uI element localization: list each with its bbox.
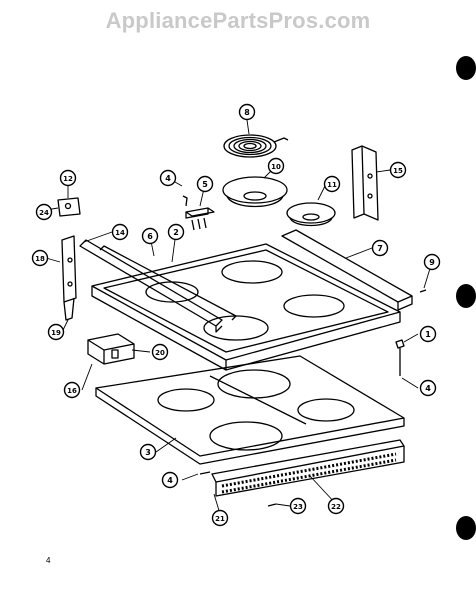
svg-text:19: 19: [51, 329, 61, 337]
svg-text:3: 3: [145, 448, 151, 457]
callout-5: 5: [196, 175, 214, 193]
watermark: AppliancePartsPros.com: [105, 8, 371, 33]
junction-block: [87, 333, 135, 365]
callout-3: 3: [139, 443, 157, 461]
callout-12: 12: [59, 169, 77, 187]
svg-text:1: 1: [425, 330, 431, 339]
svg-text:18: 18: [35, 255, 45, 263]
svg-text:21: 21: [215, 515, 225, 523]
svg-text:16: 16: [67, 387, 77, 395]
callout-16: 16: [63, 381, 81, 399]
screw-front: [199, 471, 211, 475]
callout-4-extra-1: 4: [419, 379, 437, 397]
callout-1: 1: [419, 325, 437, 343]
svg-text:6: 6: [147, 232, 153, 241]
page-number: 4: [46, 556, 51, 565]
svg-text:8: 8: [244, 108, 250, 117]
trim-strip-right: [281, 229, 413, 311]
terminal-block: [182, 195, 215, 231]
svg-text:10: 10: [271, 163, 281, 171]
side-bracket-left: [57, 197, 81, 321]
callout-24: 24: [35, 203, 53, 221]
callout-7: 7: [371, 239, 389, 257]
drip-pan-small: [286, 202, 336, 227]
cooktop-frame: [91, 243, 401, 371]
callout-20: 20: [151, 343, 169, 361]
callout-19: 19: [47, 323, 65, 341]
callout-6: 6: [141, 227, 159, 245]
svg-text:12: 12: [63, 175, 73, 183]
svg-text:11: 11: [327, 181, 337, 189]
screw-vent: [267, 503, 277, 507]
callout-2: 2: [167, 223, 185, 241]
callout-4-extra-2: 4: [161, 471, 179, 489]
clip-right: [395, 339, 405, 349]
svg-text:5: 5: [202, 180, 208, 189]
drip-pan-large: [222, 176, 288, 208]
svg-text:2: 2: [173, 228, 179, 237]
svg-text:15: 15: [393, 167, 403, 175]
callout-22: 22: [327, 497, 345, 515]
binder-hole-top: [456, 56, 476, 80]
callout-15: 15: [389, 161, 407, 179]
svg-text:4: 4: [165, 174, 171, 183]
trim-strip-left: [79, 239, 237, 333]
screw-right: [419, 289, 427, 293]
svg-text:4: 4: [425, 384, 431, 393]
svg-text:20: 20: [155, 349, 165, 357]
callout-14: 14: [111, 223, 129, 241]
callout-9: 9: [423, 253, 441, 271]
svg-text:14: 14: [115, 229, 125, 237]
vent-strip: [211, 439, 405, 497]
svg-text:9: 9: [429, 258, 435, 267]
callout-8: 8: [238, 103, 256, 121]
lower-plate: [95, 355, 405, 465]
callout-4: 4: [159, 169, 177, 187]
callout-11: 11: [323, 175, 341, 193]
svg-text:7: 7: [377, 244, 383, 253]
side-bracket-right: [351, 145, 379, 221]
callout-21: 21: [211, 509, 229, 527]
coil-element-large: [223, 134, 289, 158]
binder-hole-bottom: [456, 516, 476, 540]
svg-text:22: 22: [331, 503, 341, 511]
svg-text:23: 23: [293, 503, 303, 511]
callout-18: 18: [31, 249, 49, 267]
svg-text:4: 4: [167, 476, 173, 485]
svg-text:24: 24: [39, 209, 49, 217]
callout-10: 10: [267, 157, 285, 175]
callout-23: 23: [289, 497, 307, 515]
binder-hole-middle: [456, 284, 476, 308]
